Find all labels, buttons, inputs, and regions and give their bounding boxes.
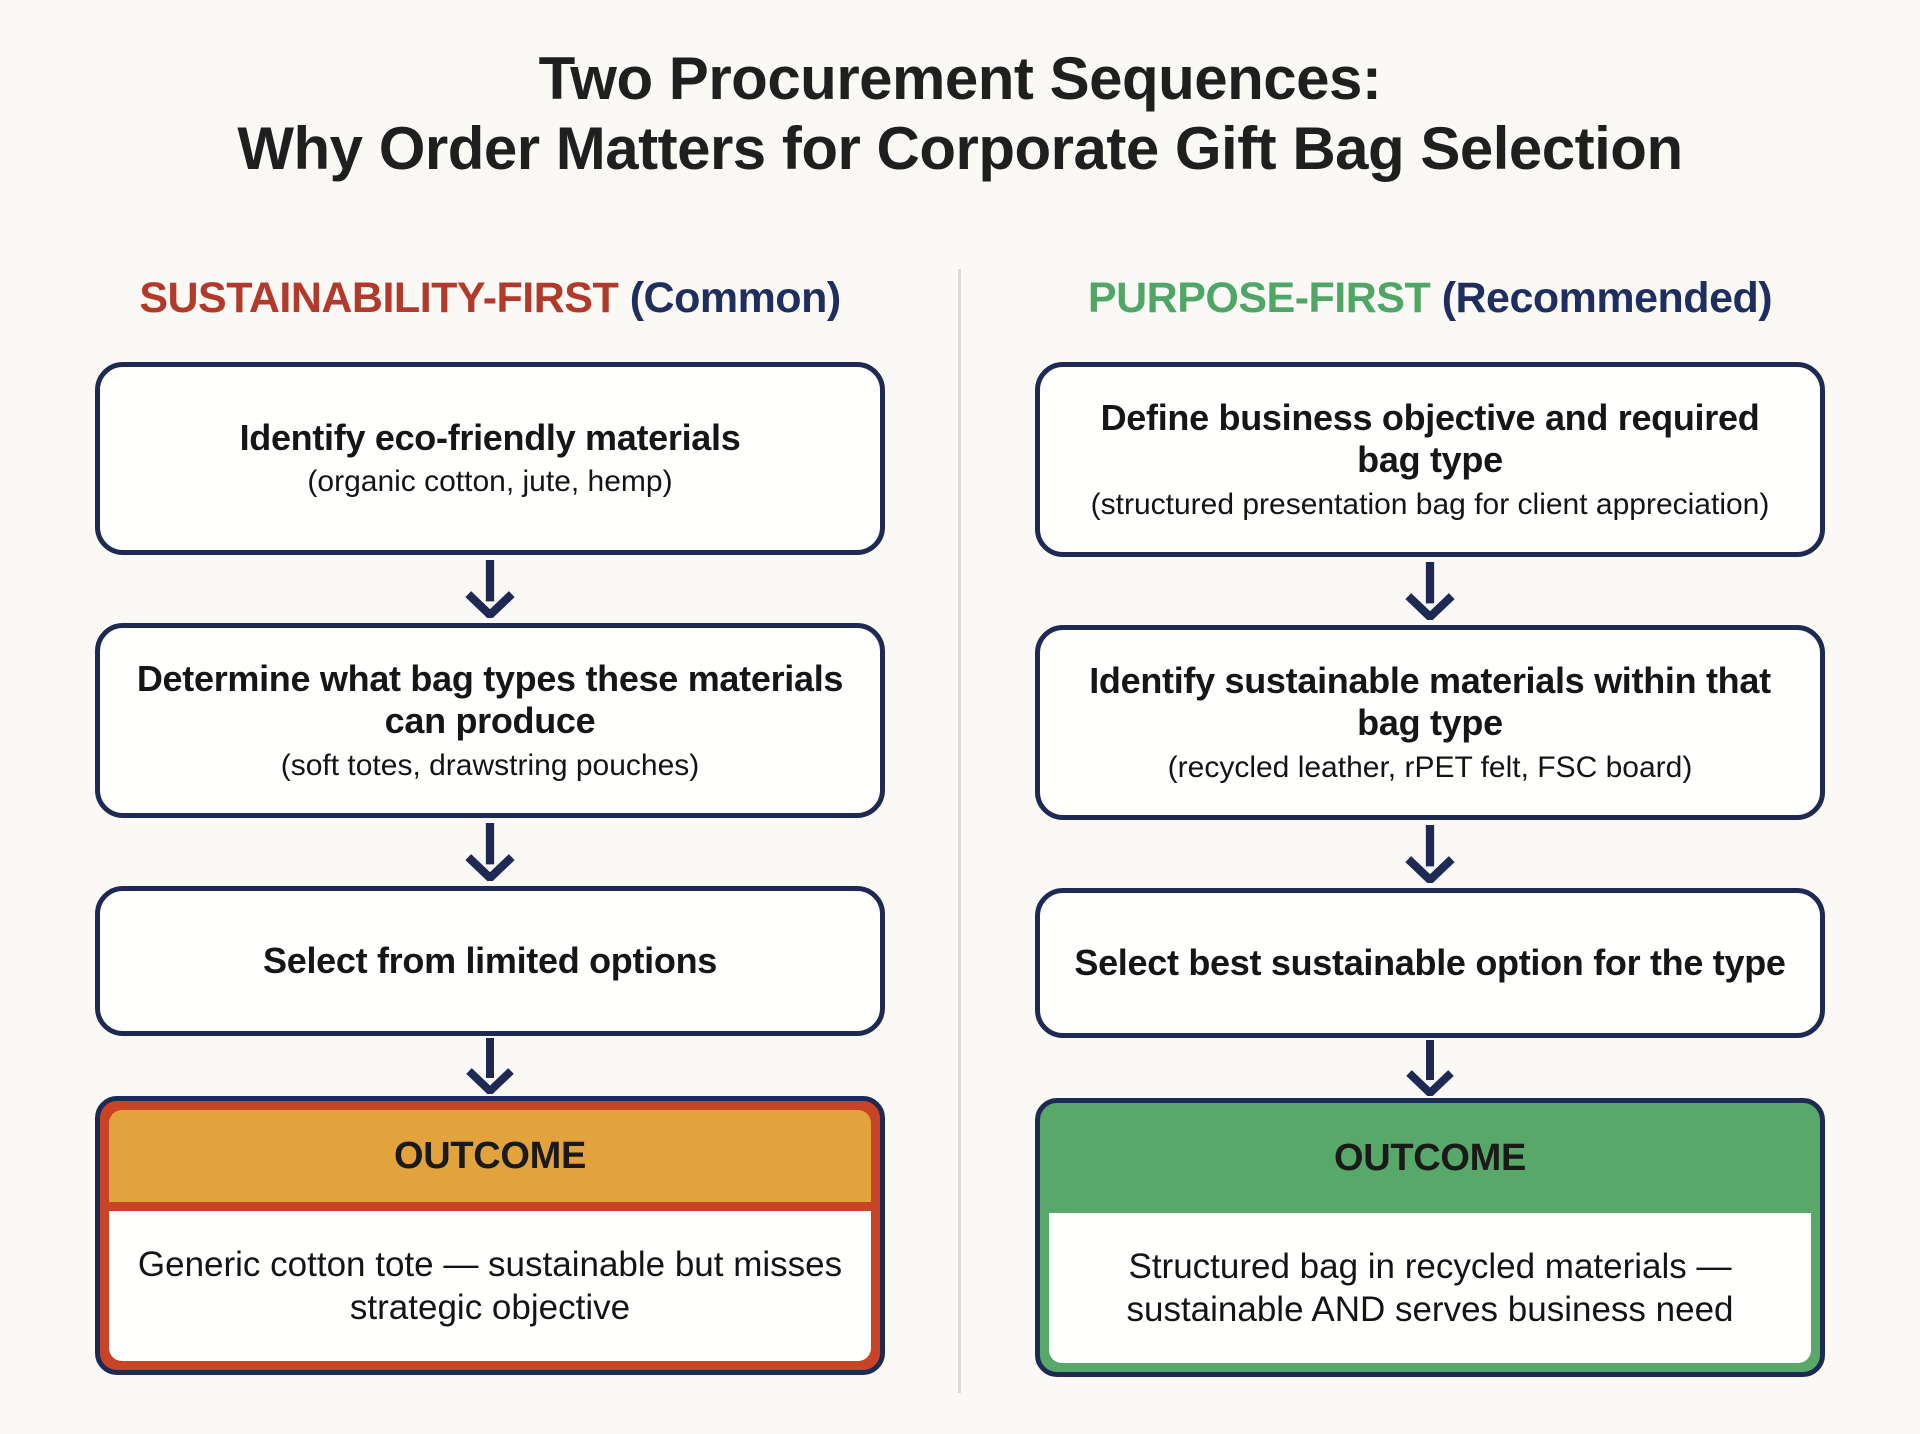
step-subtitle: (organic cotton, jute, hemp) (307, 465, 673, 499)
step-title: Select from limited options (263, 940, 717, 982)
step-title: Determine what bag types these materials… (136, 657, 844, 742)
outcome-label: OUTCOME (1333, 1136, 1527, 1179)
outcome-box-sustainability-first: OUTCOME Generic cotton tote — sustainabl… (95, 1096, 885, 1376)
outcome-text: Structured bag in recycled materials — s… (1049, 1213, 1811, 1364)
down-arrow-icon (95, 555, 885, 623)
step-box-select-best-option: Select best sustainable option for the t… (1035, 888, 1825, 1039)
outcome-header: OUTCOME (109, 1110, 871, 1203)
down-arrow-icon (1035, 820, 1825, 888)
step-title: Select best sustainable option for the t… (1074, 942, 1786, 984)
step-title: Identify eco-friendly materials (239, 417, 741, 458)
step-box-select-limited-options: Select from limited options (95, 886, 885, 1037)
step-box-identify-materials: Identify eco-friendly materials (organic… (95, 362, 885, 556)
step-box-determine-bag-types: Determine what bag types these materials… (95, 623, 885, 819)
step-subtitle: (structured presentation bag for client … (1090, 487, 1770, 521)
step-box-identify-sustainable-materials: Identify sustainable materials within th… (1035, 625, 1825, 821)
page-title-line-1: Two Procurement Sequences: (538, 45, 1382, 112)
sustainability-first-heading: SUSTAINABILITY-FIRST (Common) (95, 275, 885, 322)
page-title-line-2: Why Order Matters for Corporate Gift Bag… (237, 114, 1683, 182)
outcome-box-purpose-first: OUTCOME Structured bag in recycled mater… (1035, 1098, 1825, 1378)
down-arrow-icon (1035, 1038, 1825, 1098)
outcome-label: OUTCOME (393, 1134, 587, 1177)
column-divider (958, 269, 961, 1394)
down-arrow-icon (1035, 557, 1825, 625)
down-arrow-icon (95, 1036, 885, 1096)
step-title: Define business objective and required b… (1100, 396, 1760, 481)
down-arrow-icon (95, 818, 885, 886)
step-title: Identify sustainable materials within th… (1089, 659, 1771, 744)
sustainability-first-column: SUSTAINABILITY-FIRST (Common) Identify e… (95, 275, 885, 1377)
heading-qualifier-label: (Common) (629, 274, 841, 323)
step-subtitle: (recycled leather, rPET felt, FSC board) (1167, 750, 1693, 784)
page-title: Two Procurement Sequences: Why Order Mat… (0, 0, 1920, 183)
outcome-text: Generic cotton tote — sustainable but mi… (109, 1211, 871, 1362)
outcome-header: OUTCOME (1049, 1112, 1811, 1205)
heading-main-label: PURPOSE-FIRST (1087, 274, 1431, 323)
step-subtitle: (soft totes, drawstring pouches) (280, 748, 700, 782)
heading-main-label: SUSTAINABILITY-FIRST (139, 274, 619, 323)
step-box-define-objective: Define business objective and required b… (1035, 362, 1825, 558)
purpose-first-heading: PURPOSE-FIRST (Recommended) (1035, 275, 1825, 322)
purpose-first-column: PURPOSE-FIRST (Recommended) Define busin… (1035, 275, 1825, 1378)
comparison-columns: SUSTAINABILITY-FIRST (Common) Identify e… (0, 269, 1920, 1394)
heading-qualifier-label: (Recommended) (1441, 274, 1773, 323)
